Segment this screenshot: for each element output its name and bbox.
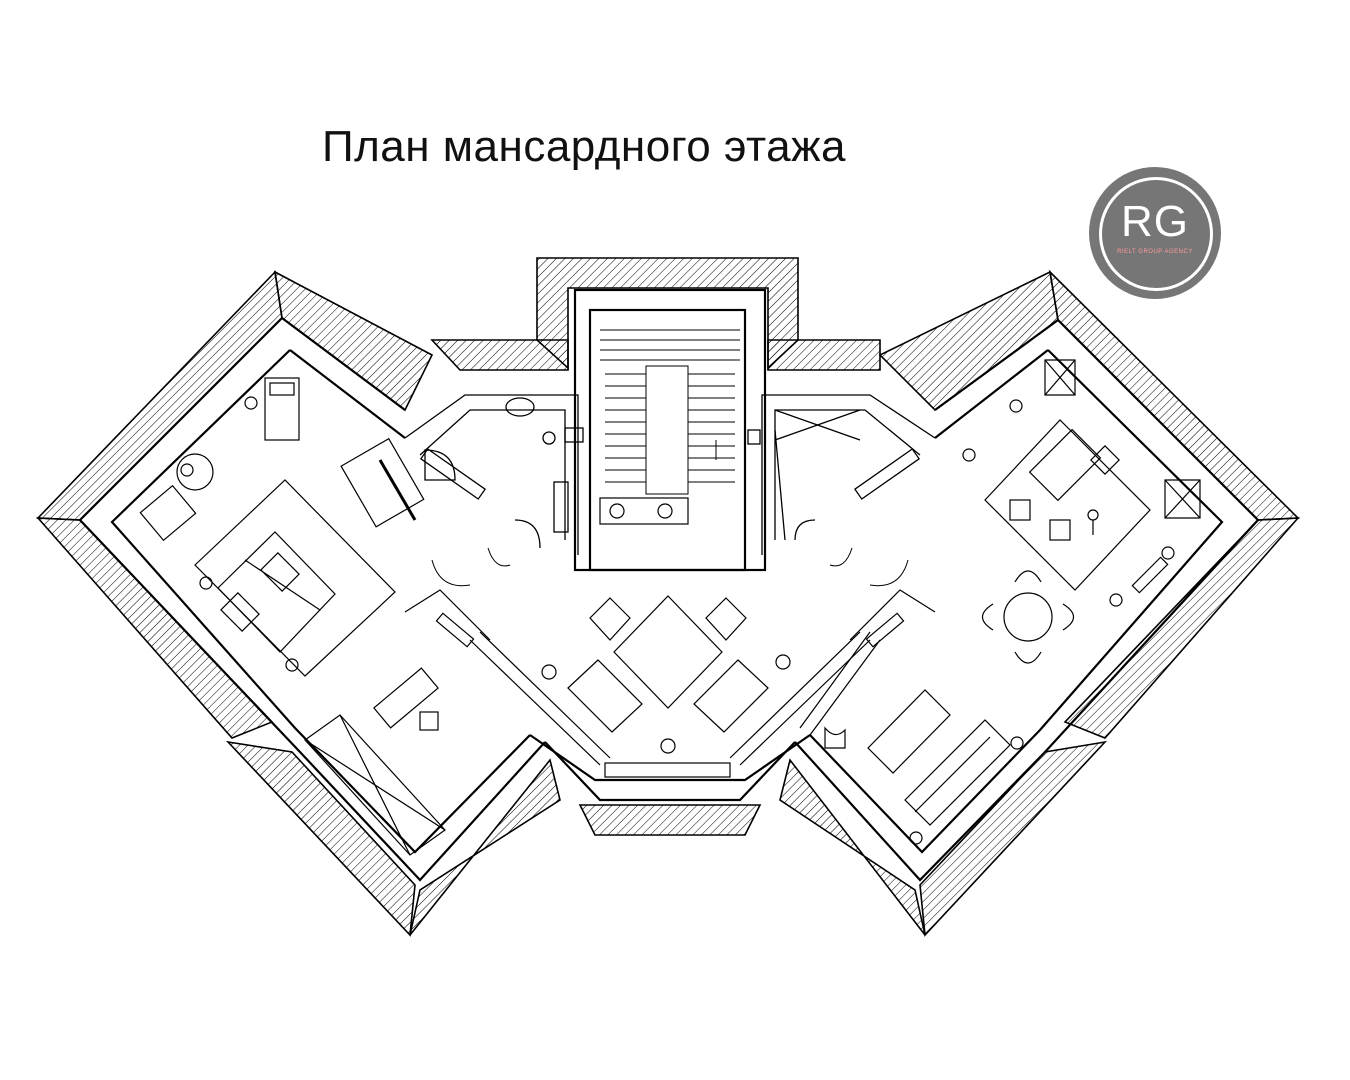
dressing-room [747,394,936,555]
plan-title: План мансардного этажа [322,122,846,171]
master-bedroom [139,377,446,856]
logo-ring [1099,177,1213,291]
center-hall [404,497,936,778]
door-swings [431,547,909,587]
logo-monogram: RG [1121,197,1189,246]
agency-logo: RG RIELT GROUP AGENCY [1089,167,1221,299]
staircase [600,329,740,495]
roof-eaves [36,257,1300,937]
living-room [799,359,1201,845]
exterior-walls [78,288,1260,882]
logo-tagline: RIELT GROUP AGENCY [1117,249,1193,255]
bathroom [404,394,584,555]
